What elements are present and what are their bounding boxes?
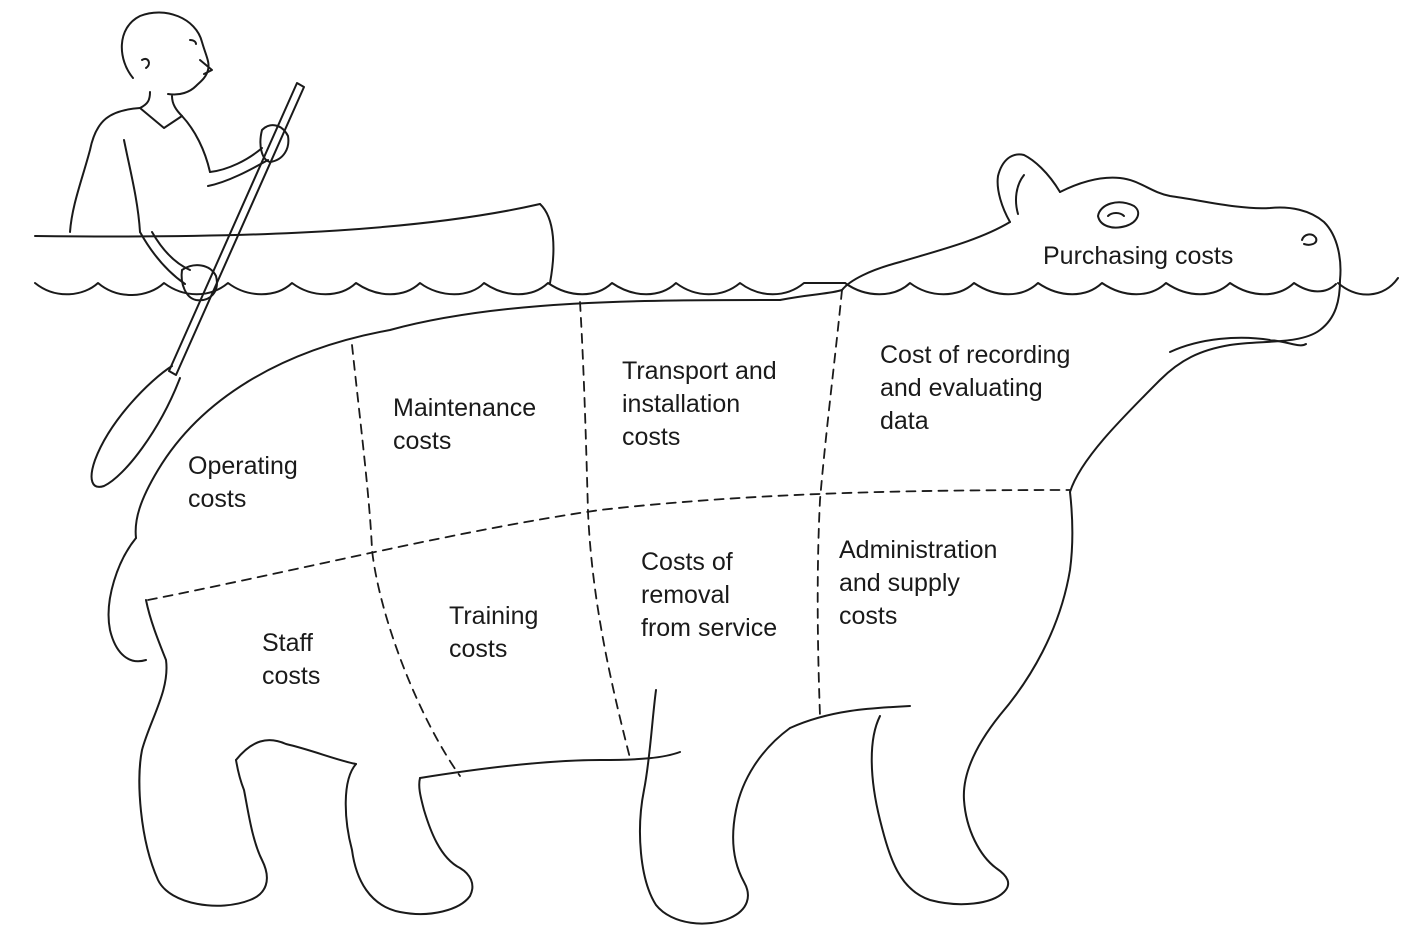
operating-costs-label: Operating costs: [188, 450, 298, 516]
transport-costs-label: Transport and installation costs: [622, 355, 777, 454]
paddling-man-figure: [70, 12, 288, 300]
canoe: [35, 204, 553, 283]
staff-costs-label: Staff costs: [262, 627, 320, 693]
paddle: [92, 83, 304, 487]
training-costs-label: Training costs: [449, 600, 538, 666]
removal-costs-label: Costs of removal from service: [641, 546, 777, 645]
maintenance-costs-label: Maintenance costs: [393, 392, 536, 458]
water-surface: [35, 278, 1398, 295]
recording-costs-label: Cost of recording and evaluating data: [880, 339, 1070, 438]
admin-supply-costs-label: Administration and supply costs: [839, 534, 997, 633]
purchasing-costs-label: Purchasing costs: [1043, 240, 1233, 273]
